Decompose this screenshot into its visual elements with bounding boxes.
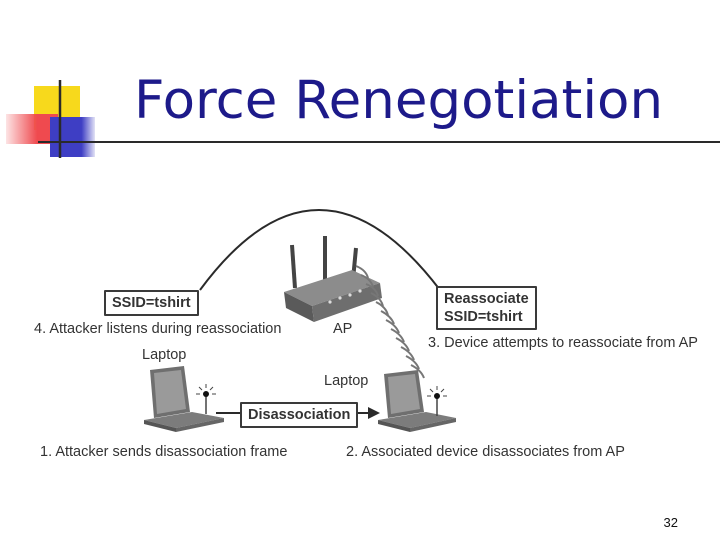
step-2-label: 2. Associated device disassociates from … [346,444,625,460]
logo-blue-square [50,117,95,157]
slide-title: Force Renegotiation [134,70,664,131]
laptop-right-label: Laptop [324,373,369,389]
logo-red-bar [6,114,58,144]
wireless-signal-icon [355,265,425,379]
reassociate-line: Reassociate [444,291,529,307]
device-antenna-icon [427,386,447,416]
step-4-label: 4. Attacker listens during reassociation [34,321,282,337]
attacker-antenna-icon [196,384,216,414]
attacker-laptop-icon [144,366,224,432]
reassociate-ssid-line: SSID=tshirt [444,309,523,325]
device-laptop-icon [378,370,456,432]
slide-logo [6,80,720,158]
ap-label: AP [333,321,353,337]
access-point-icon [284,236,382,322]
ssid-box: SSID=tshirt [104,290,199,316]
step-1-label: 1. Attacker sends disassociation frame [40,444,288,460]
step-3-label: 3. Device attempts to reassociate from A… [428,335,698,351]
page-number: 32 [663,515,678,530]
reassociation-arc [199,209,441,291]
disassociation-box: Disassociation [240,402,359,428]
laptop-left-label: Laptop [142,347,187,363]
reassociate-box: Reassociate SSID=tshirt [436,286,537,330]
